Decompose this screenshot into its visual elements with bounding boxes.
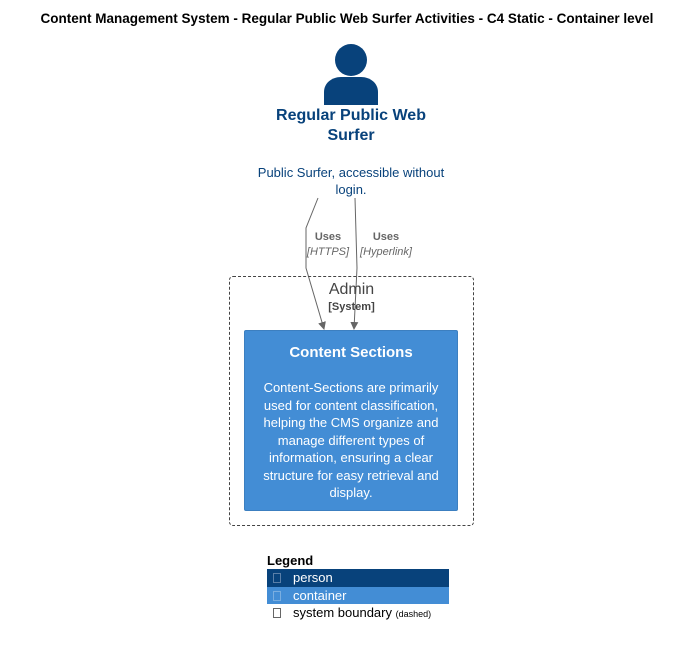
person-description: Public Surfer, accessible without login. <box>257 165 445 197</box>
relationship-technology: [Hyperlink] <box>360 246 412 258</box>
person-icon <box>324 44 378 105</box>
diagram-title: Content Management System - Regular Publ… <box>40 11 654 26</box>
legend-item-label: system boundary <box>293 605 392 620</box>
legend-title: Legend <box>267 553 314 568</box>
relationship-technology: [HTTPS] <box>306 246 350 258</box>
legend-item-system-boundary: system boundary (dashed) <box>267 604 449 622</box>
legend-item-person: person <box>267 569 449 587</box>
legend-item-note: (dashed) <box>395 609 432 619</box>
system-boundary <box>229 276 474 526</box>
legend: Legend person container system boundary … <box>267 553 449 622</box>
legend-item-label: container <box>293 587 347 603</box>
relationship-label-https: Uses [HTTPS] <box>299 230 357 260</box>
relationship-label-hyperlink: Uses [Hyperlink] <box>352 230 420 260</box>
legend-swatch-icon <box>273 573 281 583</box>
legend-swatch-icon <box>273 608 281 618</box>
relationship-line-hyperlink <box>350 197 359 330</box>
relationship-name: Uses <box>314 231 342 243</box>
legend-item-label: person <box>293 570 333 585</box>
boundary-type: [System] <box>328 301 375 313</box>
container-content-sections: Content Sections Content-Sections are pr… <box>244 330 458 511</box>
legend-swatch-icon <box>273 590 281 601</box>
legend-item-container: container <box>267 586 449 604</box>
relationship-name: Uses <box>372 231 400 243</box>
relationship-line-https <box>305 197 326 330</box>
container-name: Content Sections <box>289 344 413 361</box>
boundary-name: Admin <box>328 281 375 298</box>
person-name: Regular Public Web Surfer <box>276 107 426 144</box>
container-description: Content-Sections are primarily used for … <box>263 380 439 500</box>
